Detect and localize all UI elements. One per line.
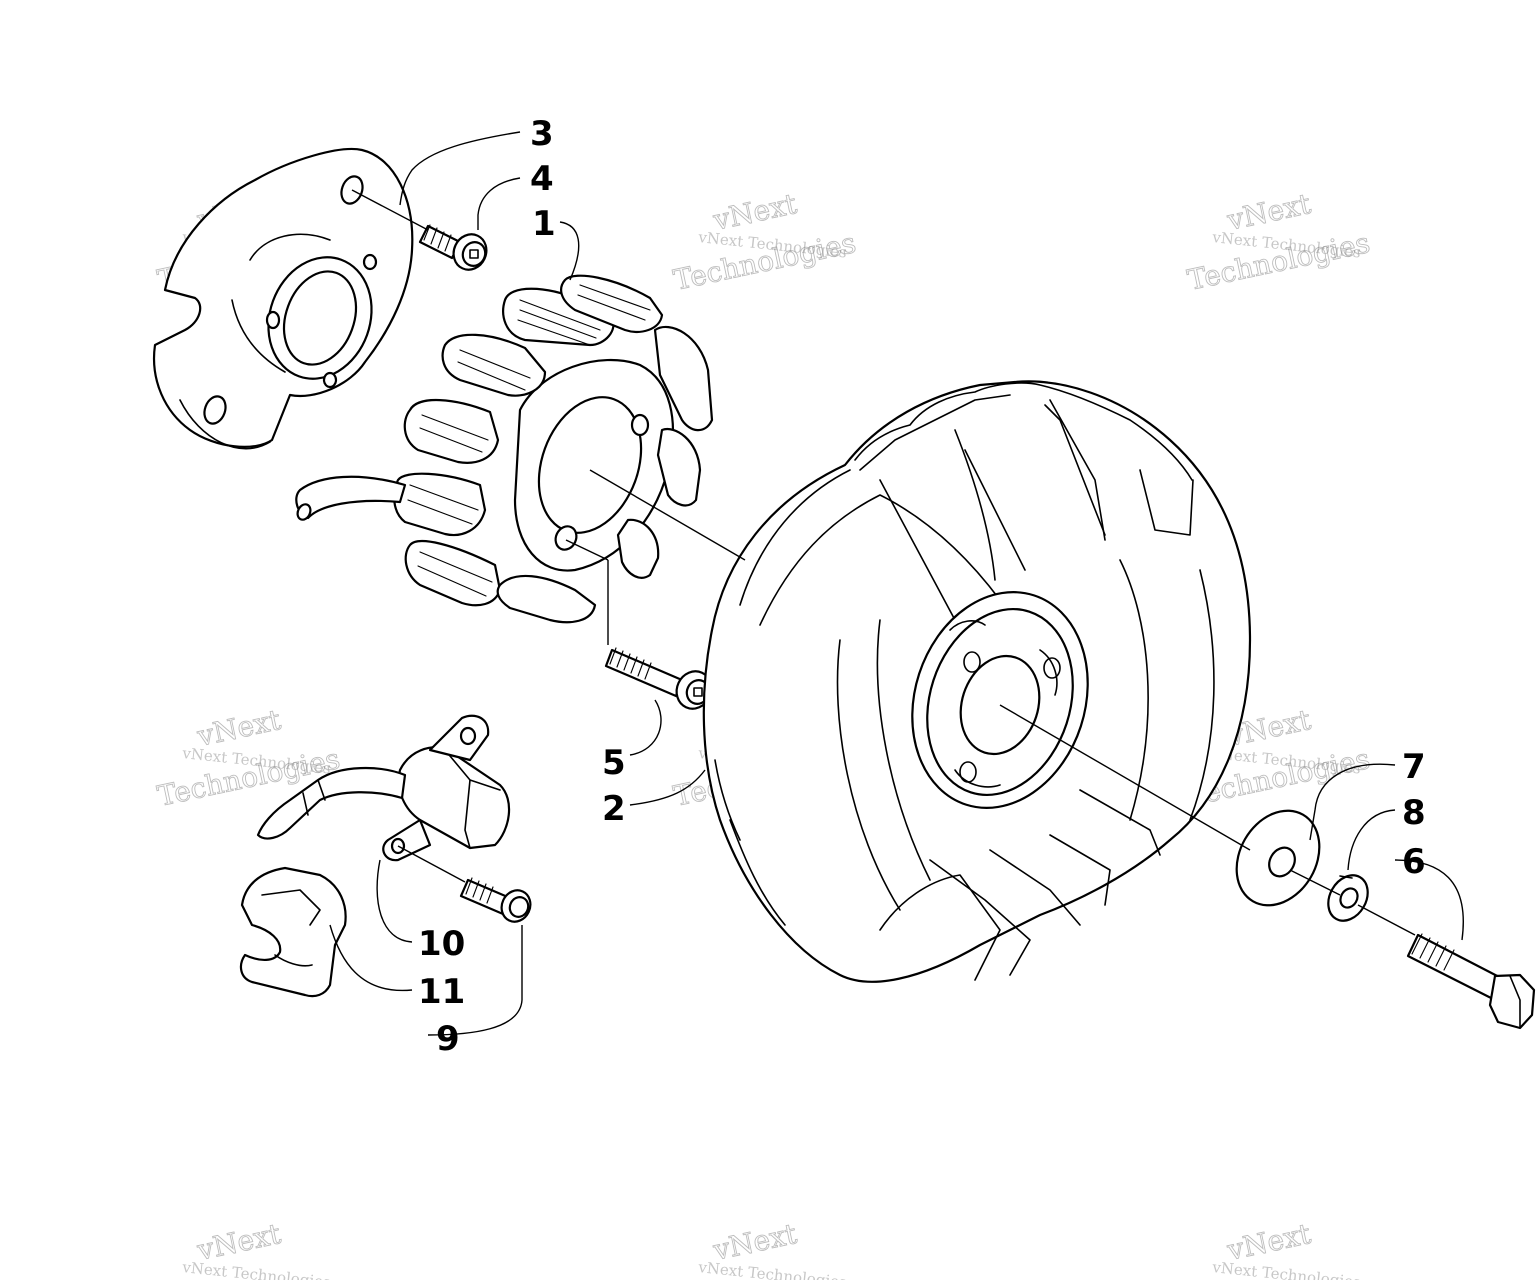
callout-7: 7 xyxy=(1402,747,1426,787)
watermark-7: vNext vNext Technologies xyxy=(181,1217,332,1280)
flywheel xyxy=(702,380,1252,983)
callout-9: 9 xyxy=(436,1019,460,1059)
svg-text:vNext: vNext xyxy=(710,1217,801,1267)
stator-screw xyxy=(604,647,713,710)
flywheel-bolt xyxy=(1406,933,1536,1030)
watermark-2: vNext vNext Technologies Technologies xyxy=(670,187,859,298)
svg-text:vNext Technologies: vNext Technologies xyxy=(181,1258,332,1280)
callout-1: 1 xyxy=(532,204,556,244)
pulser-screw xyxy=(459,877,532,923)
callout-8: 8 xyxy=(1402,793,1426,833)
callout-11: 11 xyxy=(418,972,465,1012)
callout-numbers: 3 4 1 5 2 7 8 6 10 11 9 xyxy=(418,114,1426,1059)
stator-pole-top-right xyxy=(560,274,664,333)
callout-6: 6 xyxy=(1402,842,1426,882)
watermark-3: vNext vNext Technologies Technologies xyxy=(1184,187,1373,298)
callout-2: 2 xyxy=(602,789,626,829)
stator-pole-bottom xyxy=(404,540,502,607)
callout-4: 4 xyxy=(530,159,554,199)
stator xyxy=(295,274,714,624)
watermark-8: vNext vNext Technologies xyxy=(697,1217,848,1280)
stator-pole-right xyxy=(616,325,714,579)
svg-text:vNext Technologies: vNext Technologies xyxy=(697,1258,848,1280)
watermark-9: vNext vNext Technologies xyxy=(1211,1217,1362,1280)
stator-wire xyxy=(295,475,407,520)
stator-plate-screw xyxy=(418,224,488,271)
svg-text:vNext: vNext xyxy=(194,703,285,753)
stator-pole-left-upper xyxy=(441,333,547,397)
callout-5: 5 xyxy=(602,743,626,783)
svg-text:vNext: vNext xyxy=(194,1217,285,1267)
svg-text:vNext: vNext xyxy=(710,187,801,237)
svg-text:vNext: vNext xyxy=(1224,187,1315,237)
callout-3: 3 xyxy=(530,114,554,154)
stator-pole-left-lower xyxy=(393,472,487,537)
leader-lines xyxy=(329,131,1464,1036)
pulser-coil xyxy=(256,714,511,862)
stator-pole-bottom-right xyxy=(496,574,597,624)
wire-grommet xyxy=(239,866,347,998)
lock-washer xyxy=(1327,874,1369,922)
callout-10: 10 xyxy=(418,924,465,964)
svg-text:vNext: vNext xyxy=(1224,1217,1315,1267)
stator-pole-left xyxy=(403,399,500,464)
stator-plate xyxy=(153,148,414,450)
svg-text:vNext Technologies: vNext Technologies xyxy=(1211,1258,1362,1280)
stator-pole-top xyxy=(502,287,615,347)
flywheel-washer xyxy=(1235,809,1321,907)
